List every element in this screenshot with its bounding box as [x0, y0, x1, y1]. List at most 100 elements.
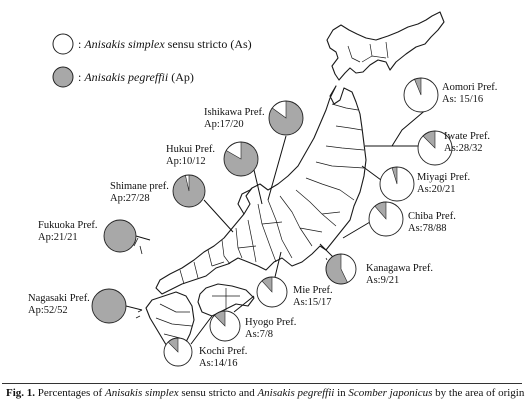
label-chiba-name: Chiba Pref. — [408, 211, 456, 222]
pie-outline-hukui — [223, 141, 259, 177]
pie-outline-hyogo — [209, 310, 241, 342]
label-aomori-name: Aomori Pref. — [442, 82, 498, 93]
pie-outline-kanagawa — [325, 253, 357, 285]
pie-kanagawa — [325, 253, 357, 285]
hokkaido-inner-lines — [347, 41, 389, 63]
kyushu-borders — [155, 303, 193, 339]
label-fukuoka-name: Fukuoka Pref. — [38, 220, 98, 231]
leader-line-chiba — [342, 221, 371, 239]
caption-rule — [2, 383, 522, 384]
pie-outline-ishikawa — [268, 100, 304, 136]
label-mie-stat: As:15/17 — [293, 297, 332, 308]
caption-label: Fig. 1. — [6, 387, 36, 399]
pie-ishikawa — [268, 100, 304, 136]
label-shimane: Shimane pref.Ap:27/28 — [110, 181, 169, 205]
leader-line-miyagi — [361, 165, 382, 181]
label-nagasaki-name: Nagasaki Pref. — [28, 293, 90, 304]
legend-marker-ap — [52, 66, 74, 88]
label-mie: Mie Pref.As:15/17 — [293, 285, 333, 309]
caption-text-3: in — [334, 387, 349, 399]
caption-species-2: Anisakis pegreffii — [257, 387, 335, 399]
label-kanagawa-name: Kanagawa Pref. — [366, 263, 434, 274]
label-hyogo: Hyogo Pref.As:7/8 — [245, 317, 296, 341]
label-hukui: Hukui Pref.Ap:10/12 — [166, 144, 215, 168]
pie-shimane — [172, 174, 206, 208]
label-iwate-stat: As:28/32 — [444, 143, 483, 154]
caption-text-2: sensu stricto and — [178, 387, 258, 399]
pie-outline-iwate — [417, 130, 453, 166]
label-kanagawa-stat: As:9/21 — [366, 275, 400, 286]
shikoku-outline — [197, 283, 255, 317]
label-shimane-name: Shimane pref. — [110, 181, 169, 192]
hokkaido-outline — [326, 11, 445, 81]
label-iwate-name: Iwate Pref. — [444, 131, 491, 142]
leader-line-shimane — [203, 199, 234, 233]
label-iwate: Iwate Pref.As:28/32 — [444, 131, 490, 155]
legend-species-name: Anisakis simplex — [84, 37, 165, 51]
pie-hukui — [223, 141, 259, 177]
pie-mie — [256, 276, 288, 308]
figure-caption: Fig. 1. Percentages of Anisakis simplex … — [6, 386, 525, 400]
pie-nagasaki — [91, 288, 127, 324]
japan-map — [52, 11, 453, 367]
leader-line-nagasaki — [125, 305, 143, 311]
legend-marker-as — [52, 33, 74, 55]
caption-text-1: Percentages of — [35, 387, 105, 399]
goto-islands — [135, 309, 143, 319]
figure: : Anisakis simplex sensu stricto (As) : … — [28, 11, 497, 370]
label-hyogo-name: Hyogo Pref. — [245, 317, 297, 328]
label-miyagi-name: Miyagi Pref. — [417, 172, 471, 183]
label-hyogo-stat: As:7/8 — [245, 329, 274, 340]
label-miyagi: Miyagi Pref.As:20/21 — [417, 172, 470, 196]
legend-species-name: Anisakis pegreffii — [84, 70, 169, 84]
pie-outline-kochi — [163, 337, 193, 367]
pie-hyogo — [209, 310, 241, 342]
leader-line-aomori — [391, 107, 429, 147]
pie-outline-chiba — [368, 201, 404, 237]
label-aomori-stat: As: 15/16 — [442, 94, 484, 105]
label-ishikawa-name: Ishikawa Pref. — [204, 107, 265, 118]
pie-outline-nagasaki — [91, 288, 127, 324]
leader-line-kanagawa — [319, 243, 335, 259]
label-hukui-stat: Ap:10/12 — [166, 156, 206, 167]
label-nagasaki-stat: Ap:52/52 — [28, 305, 68, 316]
pie-chiba — [368, 201, 404, 237]
pie-slice-ap-nagasaki — [92, 289, 126, 323]
pie-outline-shimane — [172, 174, 206, 208]
pie-iwate — [417, 130, 453, 166]
leader-line-ishikawa — [267, 135, 287, 201]
honshu-outline — [155, 85, 367, 295]
legend-label-as: : Anisakis simplex sensu stricto (As) — [78, 37, 252, 51]
pie-miyagi — [379, 166, 415, 202]
leader-line-mie — [274, 251, 282, 278]
label-fukuoka: Fukuoka Pref.Ap:21/21 — [38, 220, 98, 244]
label-nagasaki: Nagasaki Pref.Ap:52/52 — [28, 293, 90, 317]
leader-line-fukuoka — [135, 235, 151, 241]
prefecture-borders — [179, 103, 365, 285]
label-kochi-stat: As:14/16 — [199, 358, 238, 369]
label-chiba-stat: As:78/88 — [408, 223, 447, 234]
label-aomori: Aomori Pref.As: 15/16 — [442, 82, 497, 106]
pie-outline-aomori — [403, 77, 439, 113]
tsushima-island — [133, 237, 143, 255]
label-hukui-name: Hukui Pref. — [166, 144, 215, 155]
caption-text-4: by the area of origin. — [432, 387, 525, 399]
caption-species-1: Anisakis simplex — [104, 387, 179, 399]
label-kochi: Kochi Pref.As:14/16 — [199, 346, 247, 370]
pie-aomori — [403, 77, 439, 113]
label-fukuoka-stat: Ap:21/21 — [38, 232, 78, 243]
leader-line-hyogo — [233, 295, 255, 313]
label-chiba: Chiba Pref.As:78/88 — [408, 211, 456, 235]
label-kochi-name: Kochi Pref. — [199, 346, 248, 357]
label-ishikawa: Ishikawa Pref.Ap:17/20 — [204, 107, 265, 131]
pie-outline-fukuoka — [103, 219, 137, 253]
noto-peninsula — [237, 187, 253, 215]
leader-line-hukui — [253, 169, 263, 205]
label-miyagi-stat: As:20/21 — [417, 184, 456, 195]
caption-host-species: Scomber japonicus — [348, 387, 433, 399]
legend-label-ap: : Anisakis pegreffii (Ap) — [78, 70, 194, 84]
label-shimane-stat: Ap:27/28 — [110, 193, 150, 204]
label-kanagawa: Kanagawa Pref.As:9/21 — [366, 263, 433, 287]
pie-outline-miyagi — [379, 166, 415, 202]
pie-slice-ap-fukuoka — [104, 220, 136, 252]
